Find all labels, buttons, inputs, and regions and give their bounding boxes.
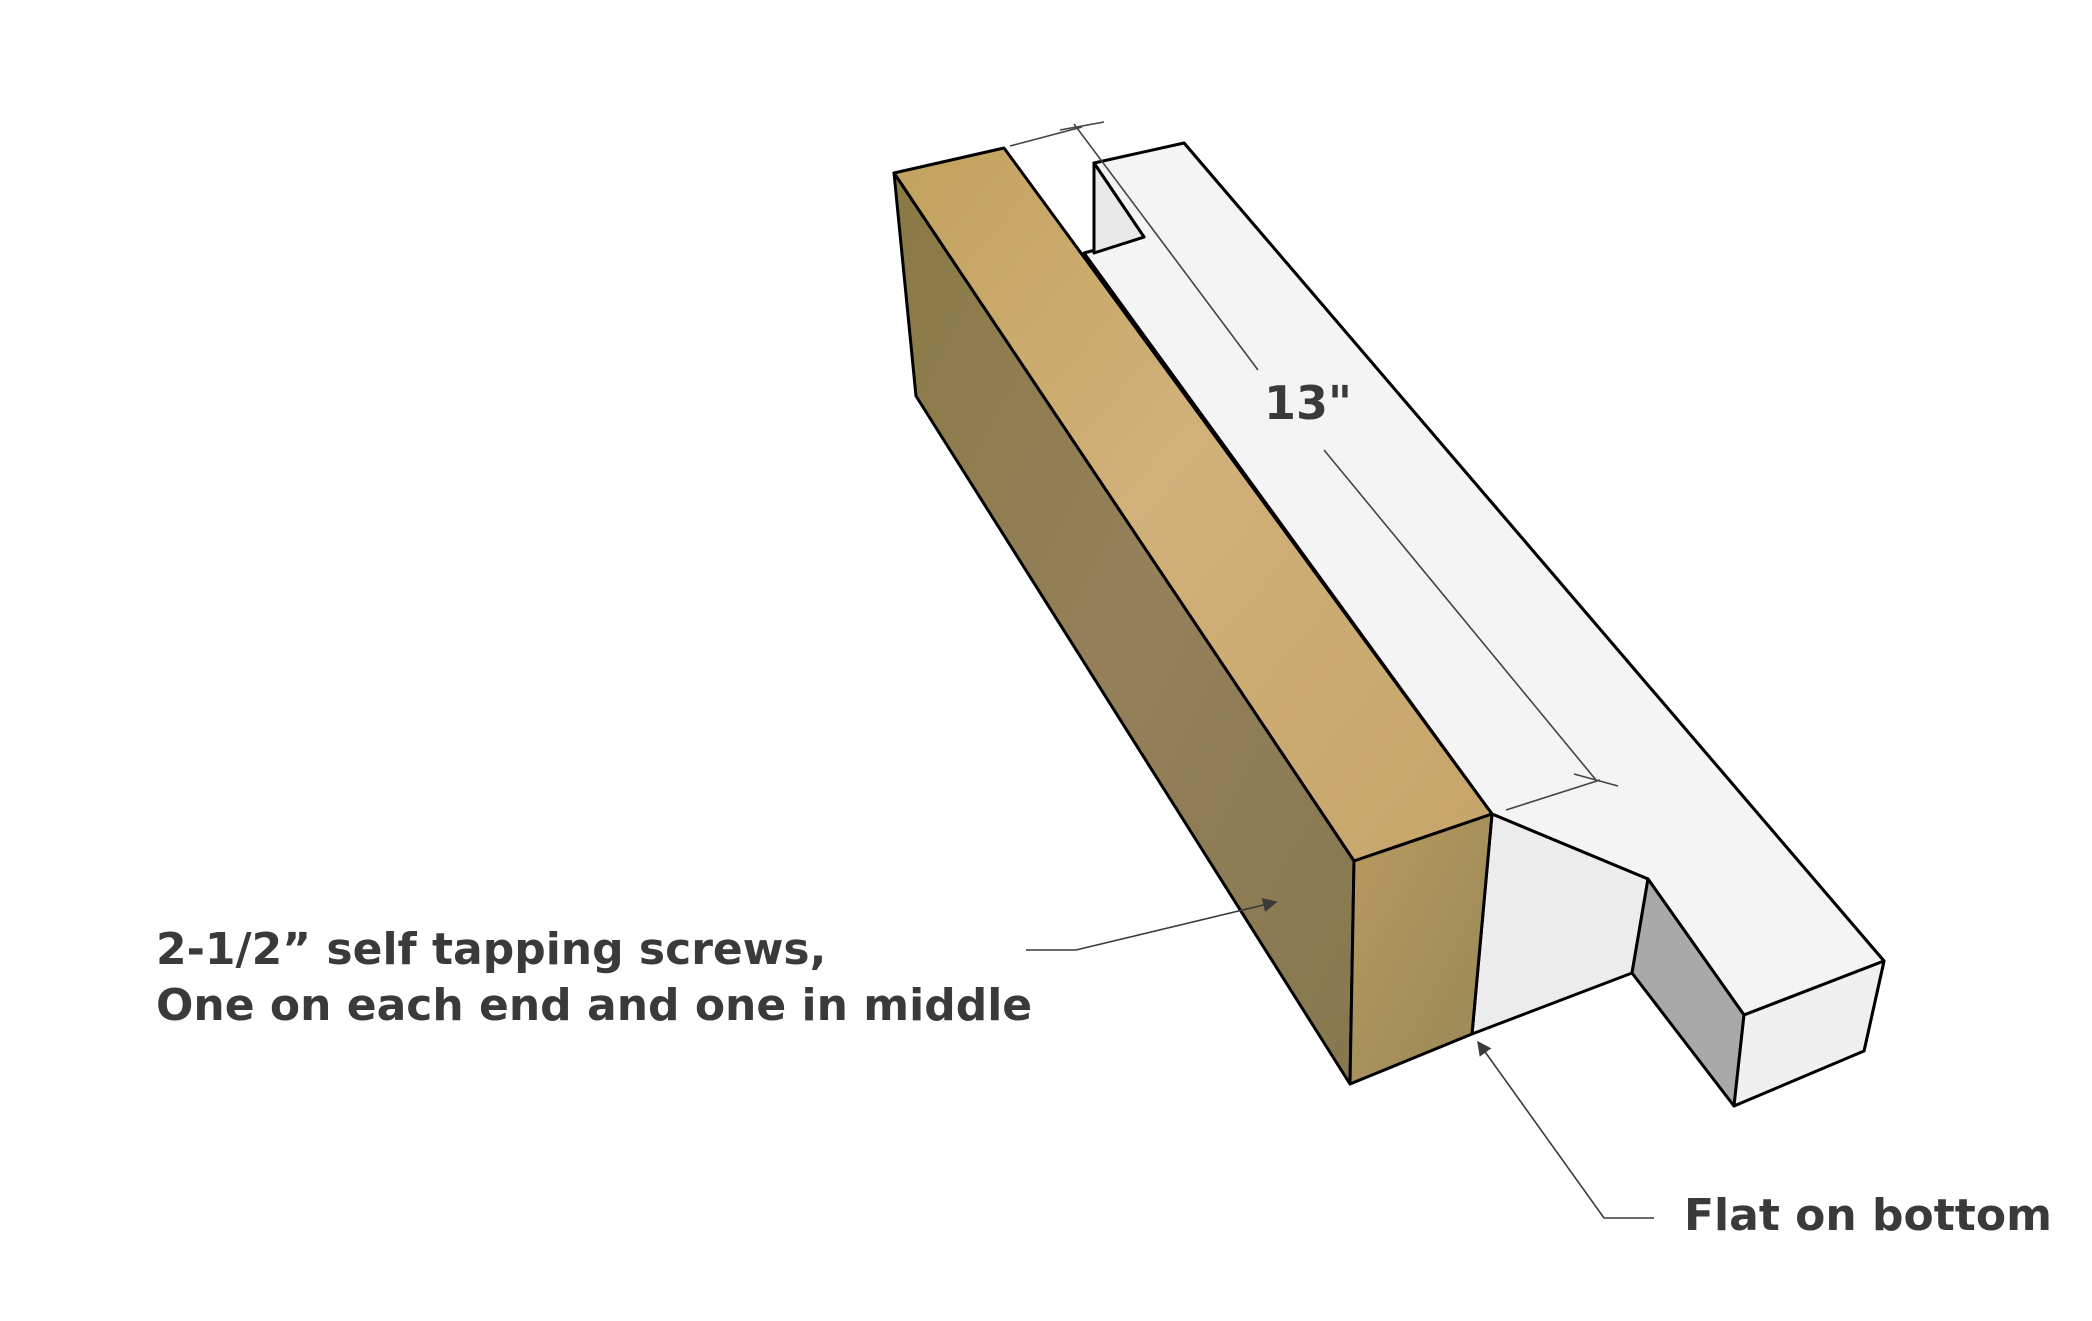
dimension-main-line-lower xyxy=(1323,449,1597,781)
screws-leader xyxy=(1026,898,1278,951)
rail-end-face xyxy=(1732,959,1886,1108)
screws-leader-line xyxy=(1026,898,1278,951)
screws-annotation: 2-1/2” self tapping screws, One on each … xyxy=(156,922,1032,1034)
wood-board xyxy=(892,146,1494,1086)
dimension-tick-bottom xyxy=(1573,773,1619,787)
screws-annotation-line-2: One on each end and one in middle xyxy=(156,980,1033,1031)
white-rail xyxy=(1082,141,1886,1108)
board-end-face xyxy=(1348,812,1494,1086)
flat-bottom-annotation: Flat on bottom xyxy=(1684,1190,2052,1241)
flat-leader xyxy=(1477,1040,1654,1219)
dimension-extension-top xyxy=(1009,126,1083,147)
dimension-main-line-upper xyxy=(1073,123,1259,371)
dimension-line xyxy=(1009,121,1619,811)
dimension-label: 13" xyxy=(1260,376,1356,430)
rail-notch-back-wall xyxy=(1092,161,1146,255)
dimension-extension-bottom xyxy=(1505,779,1601,811)
screws-annotation-line-1: 2-1/2” self tapping screws, xyxy=(156,924,827,975)
flat-leader-line xyxy=(1477,1040,1654,1219)
dimension-tick-top xyxy=(1059,121,1105,131)
